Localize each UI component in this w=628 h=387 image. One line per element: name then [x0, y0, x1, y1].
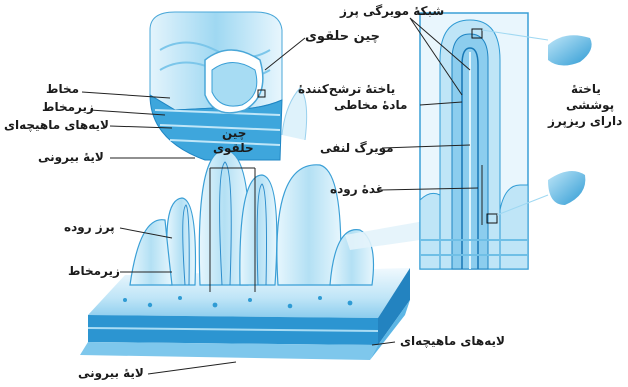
intestine-tube-section	[150, 12, 282, 160]
label-epithelial-cell-1: یاختهٔ	[571, 82, 601, 96]
label-intestinal-gland: غدهٔ روده	[330, 182, 384, 196]
label-epithelial-cell-3: دارای ریزپرز	[548, 114, 622, 128]
label-mucus: مادهٔ مخاطی	[334, 98, 407, 112]
label-circular-fold-mid-1: چین	[222, 126, 246, 140]
label-submucosa-top: زیرمخاط	[42, 100, 94, 114]
label-epithelial-cell-2: پوششی	[566, 98, 614, 112]
label-secreting-cell: یاختهٔ ترشح‌کنندهٔ	[298, 82, 395, 96]
label-circular-fold-top: چین حلقوی	[305, 30, 380, 44]
label-lymph-capillary: مویرگ لنفی	[320, 141, 394, 155]
label-muscle-layers-top: لایه‌های ماهیچه‌ای	[4, 118, 109, 132]
label-outer-layer-top: لایهٔ بیرونی	[38, 150, 104, 164]
label-intestinal-villus: پرز روده	[64, 220, 115, 234]
label-villus-capillary-network: شبکهٔ مویرگی پرز	[340, 4, 444, 18]
label-mucosa: مخاط	[46, 82, 79, 96]
label-muscle-layers-bottom: لایه‌های ماهیچه‌ای	[400, 334, 505, 348]
label-submucosa-bottom: زیرمخاط	[68, 264, 120, 278]
label-circular-fold-mid-2: حلقوی	[213, 141, 254, 155]
label-outer-layer-bottom: لایهٔ بیرونی	[78, 366, 144, 380]
villus-detail-panel	[420, 13, 592, 269]
